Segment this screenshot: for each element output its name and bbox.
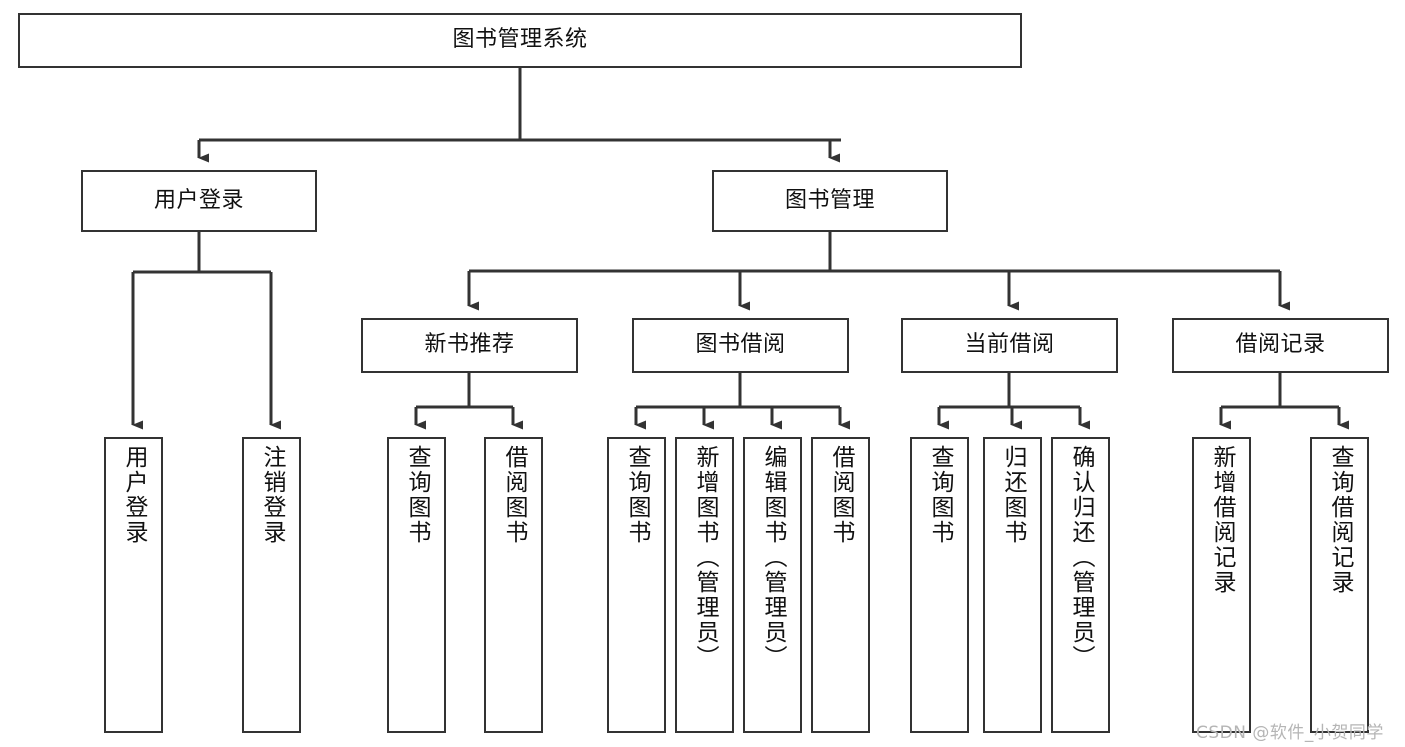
node-leaf-add-record-label: 新增借阅记录 (1209, 445, 1235, 595)
node-leaf-query-book-3-label: 查询图书 (927, 445, 953, 545)
connector-group-current-borrow (937, 373, 1090, 430)
node-leaf-borrow-book-2-label: 借阅图书 (828, 445, 854, 545)
node-borrow-record-label: 借阅记录 (1235, 332, 1326, 358)
node-book-borrow-label: 图书借阅 (695, 332, 786, 358)
node-leaf-borrow-book-1[interactable]: 借阅图书 (484, 437, 543, 733)
node-leaf-confirm-return-label: 确认归还（管理员） (1068, 445, 1094, 670)
node-leaf-query-book-2-label: 查询图书 (624, 445, 650, 545)
node-current-borrow-label: 当前借阅 (964, 332, 1055, 358)
node-current-borrow[interactable]: 当前借阅 (901, 318, 1118, 373)
node-user-login[interactable]: 用户登录 (81, 170, 317, 232)
node-leaf-edit-book-label: 编辑图书（管理员） (760, 445, 786, 670)
node-borrow-record[interactable]: 借阅记录 (1172, 318, 1389, 373)
node-leaf-add-book[interactable]: 新增图书（管理员） (675, 437, 734, 733)
node-leaf-user-login[interactable]: 用户登录 (104, 437, 163, 733)
node-leaf-add-book-label: 新增图书（管理员） (692, 445, 718, 670)
node-leaf-return-book-label: 归还图书 (1000, 445, 1026, 545)
node-root-system-label: 图书管理系统 (452, 27, 588, 53)
connector-group-new-book-recommend (414, 373, 523, 430)
node-leaf-borrow-book-1-label: 借阅图书 (501, 445, 527, 545)
node-leaf-user-login-label: 用户登录 (121, 445, 147, 545)
node-leaf-query-record[interactable]: 查询借阅记录 (1310, 437, 1369, 733)
node-leaf-add-record[interactable]: 新增借阅记录 (1192, 437, 1251, 733)
node-new-book-recommend[interactable]: 新书推荐 (361, 318, 578, 373)
node-leaf-user-logout[interactable]: 注销登录 (242, 437, 301, 733)
node-book-manage-label: 图书管理 (784, 187, 875, 213)
node-leaf-query-book-1-label: 查询图书 (404, 445, 430, 545)
connector-group-root (197, 68, 841, 163)
connector-group-book-borrow (634, 373, 850, 430)
connector-group-user-login (131, 232, 281, 430)
node-leaf-query-book-3[interactable]: 查询图书 (910, 437, 969, 733)
node-new-book-recommend-label: 新书推荐 (424, 332, 515, 358)
connector-group-borrow-record (1219, 373, 1349, 430)
node-leaf-return-book[interactable]: 归还图书 (983, 437, 1042, 733)
node-leaf-edit-book[interactable]: 编辑图书（管理员） (743, 437, 802, 733)
connector-group-book-manage (467, 232, 1290, 311)
node-user-login-label: 用户登录 (153, 187, 244, 213)
node-leaf-borrow-book-2[interactable]: 借阅图书 (811, 437, 870, 733)
node-leaf-query-book-1[interactable]: 查询图书 (387, 437, 446, 733)
node-leaf-query-book-2[interactable]: 查询图书 (607, 437, 666, 733)
node-book-borrow[interactable]: 图书借阅 (632, 318, 849, 373)
node-leaf-confirm-return[interactable]: 确认归还（管理员） (1051, 437, 1110, 733)
node-leaf-query-record-label: 查询借阅记录 (1327, 445, 1353, 595)
node-root-system[interactable]: 图书管理系统 (18, 13, 1022, 68)
node-book-manage[interactable]: 图书管理 (712, 170, 948, 232)
node-leaf-user-logout-label: 注销登录 (259, 445, 285, 545)
